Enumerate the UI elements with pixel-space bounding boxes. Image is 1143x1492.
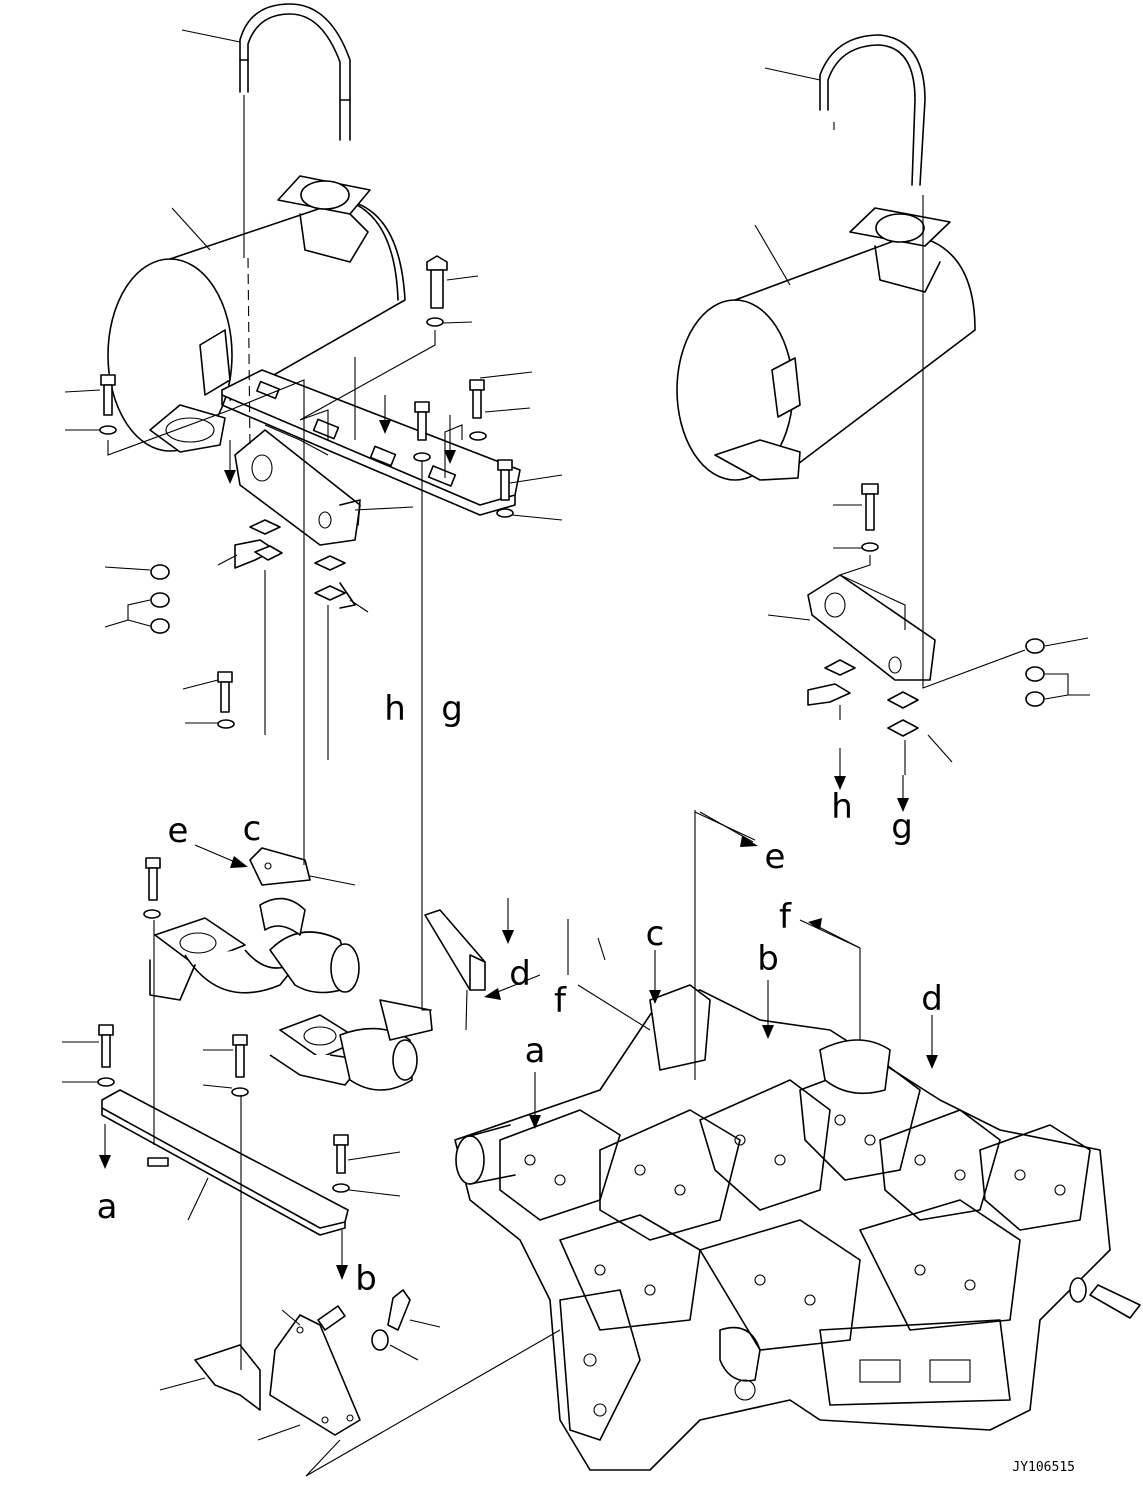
engine-block — [454, 984, 1141, 1471]
label-h-upper: h — [384, 689, 406, 729]
label-d-engine: d — [921, 979, 943, 1019]
label-c-engine: c — [646, 914, 665, 954]
drawing-code: JY106515 — [1012, 1460, 1075, 1475]
right-shims — [807, 659, 919, 737]
left-bolt-washer — [426, 255, 448, 327]
label-g-upper: g — [441, 689, 463, 729]
left-muffler-bracket — [234, 429, 361, 546]
right-bolt-washer — [861, 483, 879, 552]
left-shims — [234, 519, 356, 609]
left-nuts — [150, 564, 170, 634]
lower-mounting-plate — [101, 1089, 349, 1236]
support-brackets — [194, 1314, 361, 1436]
label-a-engine: a — [525, 1031, 546, 1071]
label-c-left: c — [243, 809, 262, 849]
right-nuts — [1025, 638, 1045, 707]
label-a-left: a — [97, 1187, 118, 1227]
plate-bolts — [99, 374, 514, 729]
callout-labels: h g c e d f a b h g e f c b d a — [97, 689, 943, 1299]
exhaust-elbow-upper — [149, 897, 360, 1001]
right-muffler-bracket — [807, 574, 936, 681]
label-d-left: d — [509, 954, 531, 994]
label-e-left: e — [168, 811, 189, 851]
label-g-right: g — [891, 807, 913, 847]
label-h-right: h — [831, 787, 853, 827]
bracket-d — [424, 909, 486, 991]
label-f-left: f — [554, 981, 567, 1021]
left-muffler — [107, 175, 406, 453]
exhaust-elbow-lower — [269, 999, 433, 1091]
lower-bolts — [97, 857, 411, 1351]
leader-lines — [62, 29, 1090, 1477]
label-e-right: e — [765, 837, 786, 877]
bracket-e — [249, 847, 311, 886]
left-u-bolt-clamp — [239, 3, 351, 141]
arrows — [99, 395, 938, 1280]
right-u-bolt-clamp — [819, 34, 926, 186]
label-b-left: b — [355, 1259, 377, 1299]
label-f-right: f — [779, 897, 792, 937]
right-muffler — [676, 207, 976, 481]
label-b-engine: b — [757, 939, 779, 979]
